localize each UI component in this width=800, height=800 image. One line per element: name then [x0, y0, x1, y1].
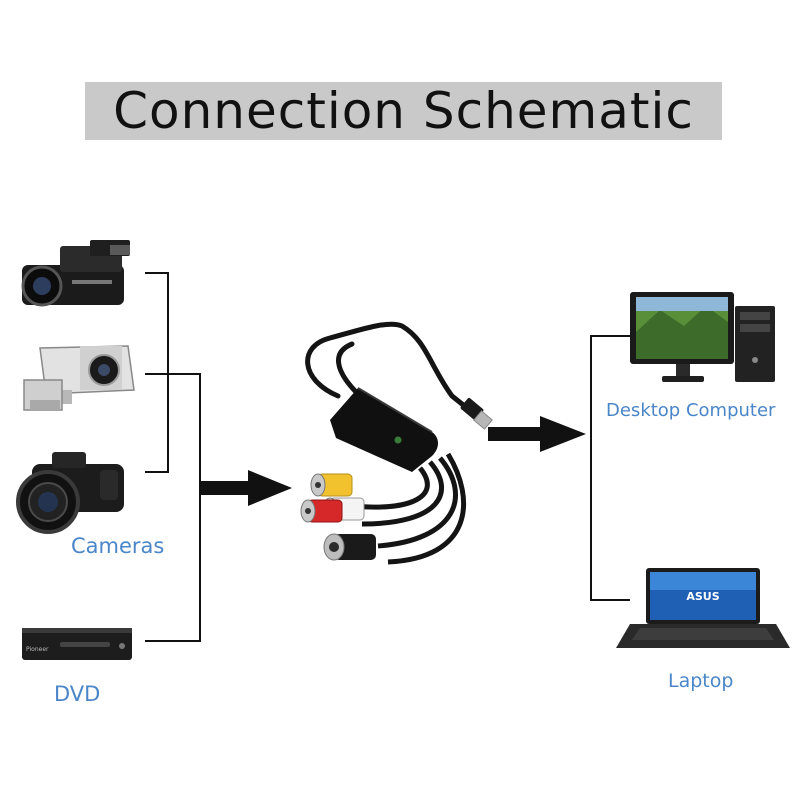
source-bracket-line	[145, 373, 201, 642]
title-banner: Connection Schematic	[85, 82, 722, 140]
arrow-to-adapter	[200, 470, 292, 506]
led-indicator	[394, 436, 402, 444]
arrow-to-computers	[488, 416, 586, 452]
security-camera-icon	[23, 345, 135, 411]
svideo-connector	[323, 533, 376, 561]
usb-plug	[460, 398, 493, 430]
laptop-icon	[616, 568, 790, 648]
label-cameras: Cameras	[71, 534, 165, 558]
label-desktop-computer: Desktop Computer	[606, 400, 776, 421]
camera-bracket-line	[145, 272, 169, 473]
dslr-camera-icon	[16, 452, 124, 534]
usb-capture-adapter	[300, 321, 493, 565]
left-connector-lines	[145, 272, 201, 642]
usb-cable	[305, 321, 475, 415]
diagram-title: Connection Schematic	[113, 82, 694, 140]
label-laptop: Laptop	[668, 670, 734, 692]
dvd-player-icon	[22, 628, 132, 660]
rca-yellow-connector	[310, 473, 353, 497]
laptop-brand-text: ASUS	[686, 590, 719, 603]
desktop-computer-icon	[630, 292, 775, 382]
camcorder-icon	[21, 240, 130, 307]
adapter-body	[330, 388, 438, 472]
rca-red-connector	[300, 499, 343, 523]
label-dvd: DVD	[54, 682, 101, 706]
output-bracket-line	[590, 335, 630, 601]
dvd-brand-text: Pioneer	[26, 646, 49, 653]
